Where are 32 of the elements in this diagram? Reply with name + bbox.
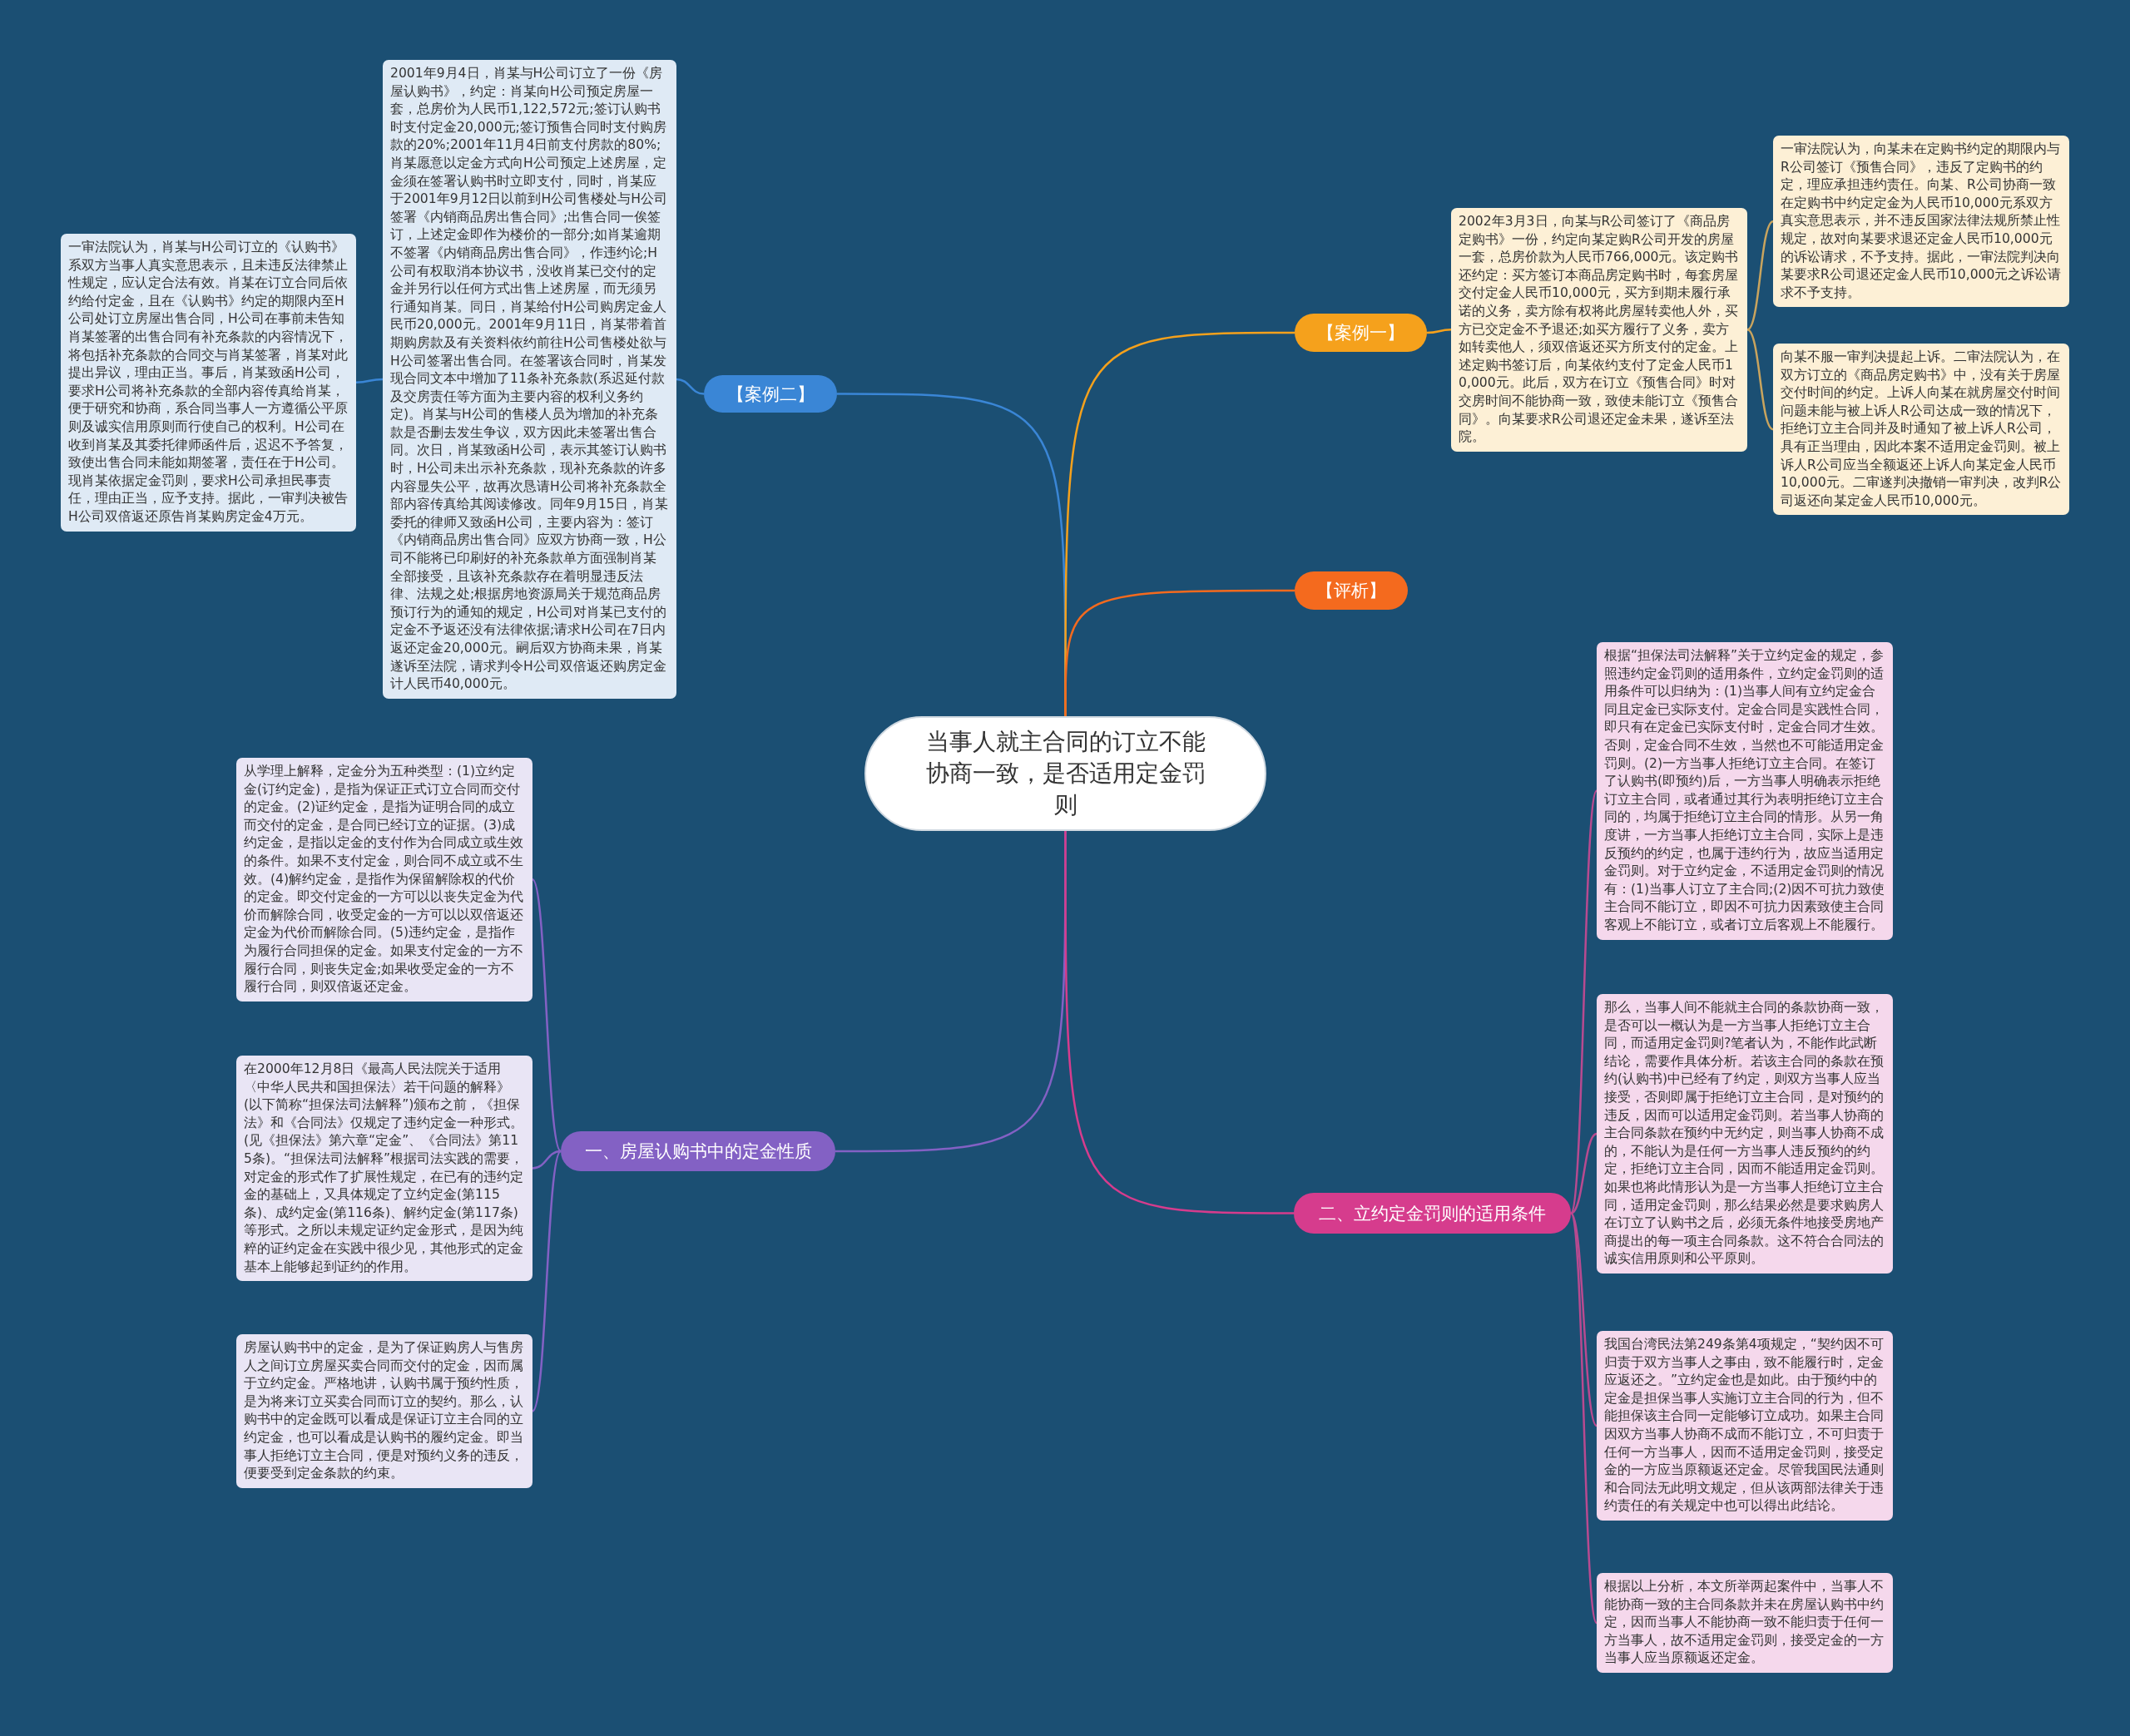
connector-line — [1064, 831, 1294, 1214]
text-card: 根据“担保法司法解释”关于立约定金的规定，参照违约定金罚则的适用条件，立约定金罚则的适用条件可以归纳为：(1)当事人间有立约定金合同且定金已实际支付。定金合同是实践性合同，即只有在定金已实际支付时，定金合同才生效。否则，定金合同不生效，当然也不可能适用定金罚则。(2)一方当事人拒绝订立主合同。在签订了认购书(即预约)后，一方当事人明确表示拒绝订立主合同，或者通过其行为表明拒绝订立主合同的，均属于拒绝订立主合同的情形。从另一角度讲，一方当事人拒绝订立主合同，实际上是违反预约的约定，也属于违约行为，故应当适用定金罚则。对于立约定金，不适用定金罚则的情况有：(1)当事人订立了主合同;(2)因不可抗力致使主合同不能订立，即因不可抗力因素致使主合同客观上不能订立，或者订立后客观上不能履行。 — [1597, 642, 1893, 940]
text-card: 从学理上解释，定金分为五种类型：(1)立约定金(订约定金)，是指为保证正式订立合同而交付的定金。(2)证约定金，是指为证明合同的成立而交付的定金，是合同已经订立的证据。(3)成约定金，是指以定金的支付作为合同成立或生效的条件。如果不支付定金，则合同不成立或不生效。(4)解约定金，是指作为保留解除权的代价的定金。即交付定金的一方可以以丧失定金为代价而解除合同，收受定金的一方可以以双倍返还定金为代价而解除合同。(5)违约定金，是指作为履行合同担保的定金。如果支付定金的一方不履行合同，则丧失定金;如果收受定金的一方不履行合同，则双倍返还定金。 — [236, 758, 532, 1002]
connector-line — [355, 378, 384, 383]
connector-line — [1064, 589, 1295, 716]
text-card: 2001年9月4日，肖某与H公司订立了一份《房屋认购书》，约定：肖某向H公司预定房屋一套，总房价为人民币1,122,572元;签订认购书时支付定金20,000元;签订预售合同时支付购房款的20%;2001年11月4日前支付房款的80%;肖某愿意以定金方式向H公司预定上述房屋，定金须在签署认购书时立即支付，同时，肖某应于2001年9月12日以前到H公司售楼处与H公司签署《内销商品房出售合同》;出售合同一俟签订，上述定金即作为楼价的一部分;如肖某逾期不签署《内销商品房出售合同》，作违约论;H公司有权取消本协议书，没收肖某已交付的定金并另行以任何方式出售上述房屋，而无须另行通知肖某。同日，肖某给付H公司购房定金人民币20,000元。2001年9月11日，肖某带着首期购房款及有关资料依约前往H公司售楼处欲与H公司签署出售合同。在签署该合同时，肖某发现合同文本中增加了11条补充条款(系迟延付款及交房责任等方面为主要内容的权利义务约定)。肖某与H公司的售楼人员为增加的补充条款是否删去发生争议，双方因此未签署出售合同。次日，肖某致函H公司，表示其签订认购书时，H公司未出示补充条款，现补充条款的许多内容显失公平，故再次恳请H公司将补充条款全部内容传真给其阅读修改。同年9月15日，肖某委托的律师又致函H公司，主要内容为：签订《内销商品房出售合同》应双方协商一致，H公司不能将已印刷好的补充条款单方面强制肖某全部接受，且该补充条款存在着明显违反法律、法规之处;根据房地资源局关于规范商品房预订行为的通知的规定，H公司对肖某已支付的定金不予返还没有法律依据;请求H公司在7日内返还定金20,000元。嗣后双方协商未果，肖某遂诉至法院，请求判令H公司双倍返还购房定金计人民币40,000元。 — [383, 60, 676, 699]
connector-line — [531, 1150, 562, 1412]
text-card: 一审法院认为，肖某与H公司订立的《认购书》系双方当事人真实意思表示，且未违反法律禁止性规定，应认定合法有效。肖某在订立合同后依约给付定金，且在《认购书》约定的期限内至H公司处订立房屋出售合同，H公司在事前未告知肖某签署的出售合同有补充条款的内容情况下，将包括补充条款的合同交与肖某签署，肖某对此提出异议，理由正当。事后，肖某致函H公司，要求H公司将补充条款的全部内容传真给肖某，便于研究和协商，系合同当事人一方遵循公平原则及诚实信用原则而行使自己的权利。H公司在收到肖某及其委托律师函件后，迟迟不予答复，致使出售合同未能如期签署，责任在于H公司。现肖某依据定金罚则，要求H公司承担民事责任，理由正当，应予支持。据此，一审判决被告H公司双倍返还原告肖某购房定金4万元。 — [61, 234, 356, 532]
text-card: 那么，当事人间不能就主合同的条款协商一致，是否可以一概认为是一方当事人拒绝订立主合同，而适用定金罚则?笔者认为，不能作此武断结论，需要作具体分析。若该主合同的条款在预约(认购书)中已经有了约定，则双方当事人应当接受，否则即属于拒绝订立主合同，是对预约的违反，因而可以适用定金罚则。若当事人协商的主合同条款在预约中无约定，则当事人协商不成的，不能认为是任何一方当事人违反预约的约定，拒绝订立主合同，因而不能适用定金罚则。如果也将此情形认为是一方当事人拒绝订立主合同，适用定金罚则，那么结果必然是要求购房人在订立了认购书之后，必须无条件地接受房地产商提出的每一项主合同条款。这不符合合同法的诚实信用原则和公平原则。 — [1597, 994, 1893, 1274]
connector-line — [1569, 790, 1598, 1214]
text-card: 根据以上分析，本文所举两起案件中，当事人不能协商一致的主合同条款并未在房屋认购书中约定，因而当事人不能协商一致不能归责于任何一方当事人，故不适用定金罚则，接受定金的一方当事人应当原额返还定金。 — [1597, 1573, 1893, 1673]
connector-line — [1746, 220, 1774, 331]
connector-line — [1426, 329, 1452, 334]
text-card: 我国台湾民法第249条第4项规定，“契约因不可归责于双方当事人之事由，致不能履行时，定金应返还之。”立约定金也是如此。由于预约中的定金是担保当事人实施订立主合同的行为，但不能担保该主合同一定能够订立成功。如果主合同因双方当事人协商不成而不能订立，不可归责于任何一方当事人，因而不适用定金罚则，接受定金的一方应当原额返还定金。尽管我国民法通则和合同法无此明文规定，但从该两部法律关于违约责任的有关规定中也可以得出此结论。 — [1597, 1331, 1893, 1521]
text-card: 向某不服一审判决提起上诉。二审法院认为，在双方订立的《商品房定购书》中，没有关于房屋交付时间的约定。上诉人向某在就房屋交付时间问题未能与被上诉人R公司达成一致的情况下，拒绝订立主合同并及时通知了被上诉人R公司，具有正当理由，因此本案不适用定金罚则。被上诉人R公司应当全额返还上诉人向某定金人民币10,000元。二审遂判决撤销一审判决，改判R公司返还向某定金人民币10,000元。 — [1773, 344, 2069, 516]
branch-label: 二、立约定金罚则的适用条件 — [1294, 1193, 1571, 1234]
text-card: 房屋认购书中的定金，是为了保证购房人与售房人之间订立房屋买卖合同而交付的定金，因而属于立约定金。严格地讲，认购书属于预约性质，是为将来订立买卖合同而订立的契约。那么，认购书中的定金既可以看成是保证订立主合同的立约定金，也可以看成是认购书的履约定金。即当事人拒绝订立主合同，便是对预约义务的违反，便要受到定金条款的约束。 — [236, 1334, 532, 1488]
text-card: 在2000年12月8日《最高人民法院关于适用〈中华人民共和国担保法〉若干问题的解释》(以下简称“担保法司法解释”)颁布之前，《担保法》和《合同法》仅规定了违约定金一种形式。(见《担保法》第六章“定金”、《合同法》第115条)。“担保法司法解释”根据司法实践的需要，对定金的形式作了扩展性规定，在已有的违约定金的基础上，又具体规定了立约定金(第115条)、成约定金(第116条)、解约定金(第117条)等形式。之所以未规定证约定金形式，是因为纯粹的证约定金在实践中很少见，其他形式的定金基本上能够起到证约的作用。 — [236, 1056, 532, 1282]
text-card: 一审法院认为，向某未在定购书约定的期限内与R公司签订《预售合同》，违反了定购书的约定，理应承担违约责任。向某、R公司协商一致在定购书中约定定金为人民币10,000元系双方真实意思表示，并不违反国家法律法规所禁止性规定，故对向某要求退还定金人民币10,000元的诉讼请求，不予支持。据此，一审法院判决向某要求R公司退还定金人民币10,000元之诉讼请求不予支持。 — [1773, 136, 2069, 308]
branch-label: 【评析】 — [1295, 571, 1408, 610]
connector-line — [531, 878, 562, 1152]
text-card: 2002年3月3日，向某与R公司签订了《商品房定购书》一份，约定向某定购R公司开发的房屋一套，总房价款为人民币766,000元。该定购书还约定：买方签订本商品房定购书时，每套房屋交付定金人民币10,000元，买方到期未履行承诺的义务，卖方除有权将此房屋转卖他人外，买方已交定金不予退还;如买方履行了义务，卖方如转卖他人，须双倍返还买方所支付的定金。上述定购书签订后，向某依约支付了定金人民币10,000元。此后，双方在订立《预售合同》时对交房时间不能协商一致，致使未能订立《预售合同》。向某要求R公司退还定金未果，遂诉至法院。 — [1451, 208, 1747, 452]
connector-line — [1570, 1212, 1598, 1427]
connector-line — [1569, 1213, 1598, 1624]
connector-line — [676, 378, 705, 395]
branch-label: 一、房屋认购书中的定金性质 — [561, 1131, 835, 1171]
central-topic: 当事人就主合同的订立不能协商一致，是否适用定金罚则 — [864, 716, 1266, 831]
branch-label: 【案例一】 — [1295, 314, 1427, 352]
connector-line — [1570, 1132, 1598, 1214]
branch-label: 【案例二】 — [704, 375, 837, 413]
connector-line — [1746, 329, 1774, 431]
connector-line — [532, 1150, 562, 1170]
